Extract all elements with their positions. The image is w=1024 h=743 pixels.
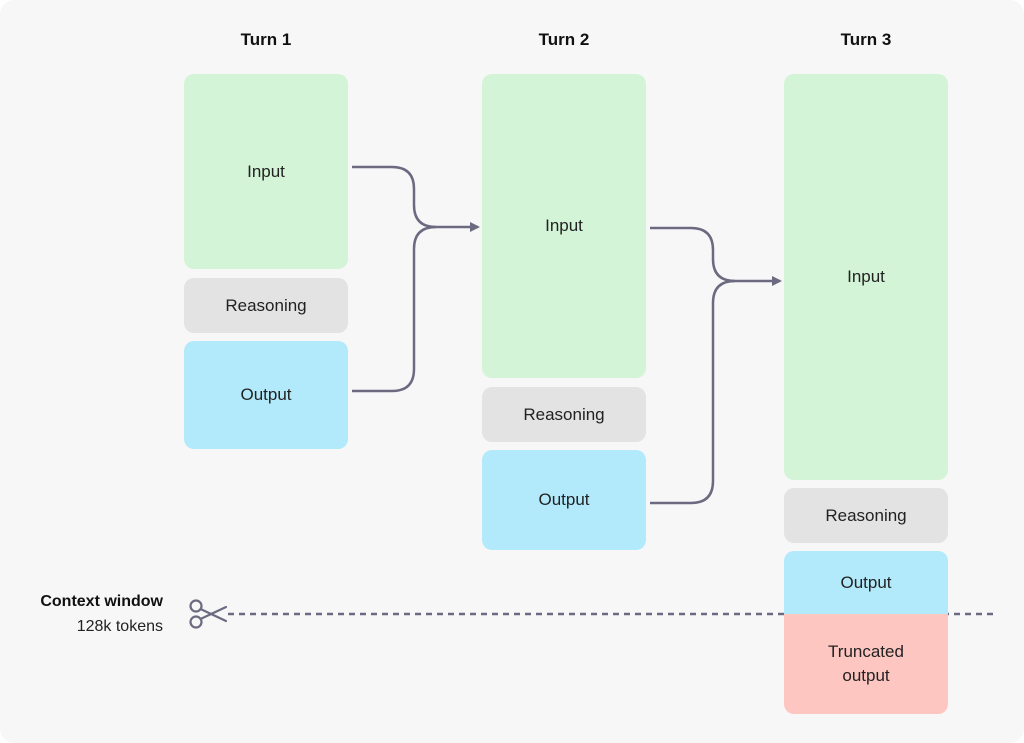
- turn-1-title: Turn 1: [240, 30, 292, 49]
- arrow-turn1-input-to-turn2: [352, 165, 480, 232]
- context-window-size: 128k tokens: [76, 618, 163, 635]
- turn-2-input-block: Input: [482, 74, 646, 378]
- turn-3-output-block: Output: [784, 551, 948, 614]
- turn-3-title: Turn 3: [840, 30, 892, 49]
- context-window-label: Context window: [40, 593, 163, 610]
- arrow-turn1-output-to-turn2: [352, 225, 437, 393]
- turn-1-output-block: Output: [184, 341, 348, 449]
- turn-1-reasoning-block: Reasoning: [184, 278, 348, 333]
- turn-3-reasoning-block: Reasoning: [784, 488, 948, 543]
- turn-1-input-block: Input: [184, 74, 348, 269]
- turn-3-truncated-output-block: Truncated output: [784, 614, 948, 714]
- arrow-turn2-input-to-turn3: [650, 226, 782, 286]
- turn-2-title: Turn 2: [538, 30, 590, 49]
- turn-2-reasoning-block: Reasoning: [482, 387, 646, 442]
- turn-2-output-block: Output: [482, 450, 646, 550]
- turn-3-output-stack: Output Truncated output: [784, 551, 948, 714]
- arrow-turn2-output-to-turn3: [650, 279, 736, 505]
- scissors-icon: [189, 599, 228, 629]
- turn-3-input-block: Input: [784, 74, 948, 480]
